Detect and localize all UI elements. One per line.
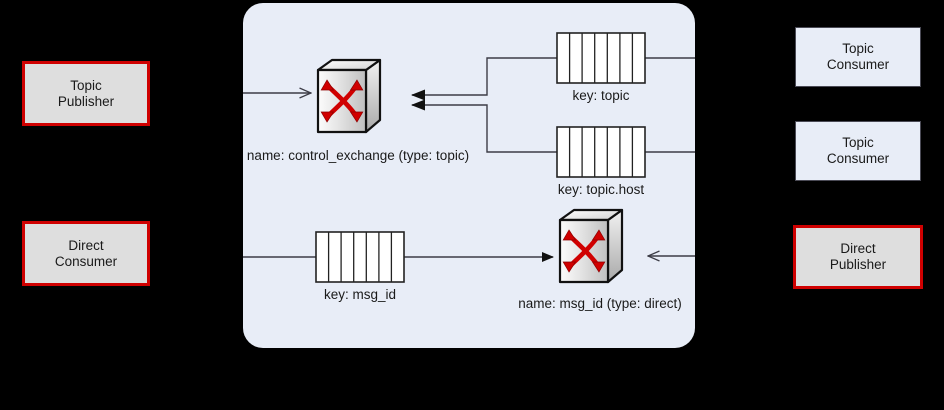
queue-msg-id xyxy=(315,231,405,283)
topic-consumer-2-label-line2: Consumer xyxy=(826,151,890,166)
topic-consumer-2-label-line1: Topic xyxy=(842,135,874,151)
topic-consumer-box-1[interactable]: Topic Consumer xyxy=(795,27,921,87)
direct-publisher-label-line2: Publisher xyxy=(829,257,887,272)
exchange-switch-icon-msg-id xyxy=(558,208,624,284)
topic-consumer-1-label-line1: Topic xyxy=(842,41,874,57)
connector-queue-topic-host-to-exchange xyxy=(411,99,557,153)
topic-publisher-box[interactable]: Topic Publisher xyxy=(22,61,150,126)
queue-msg-id-label: key: msg_id xyxy=(323,287,397,302)
topic-publisher-label-line1: Topic xyxy=(70,77,102,93)
topic-consumer-box-2[interactable]: Topic Consumer xyxy=(795,121,921,181)
msg-id-exchange-caption: name: msg_id (type: direct) xyxy=(470,296,730,312)
direct-consumer-label-line1: Direct xyxy=(68,237,104,253)
topic-consumer-1-label-line2: Consumer xyxy=(826,57,890,72)
queue-topic-label: key: topic xyxy=(572,88,630,103)
control-exchange-caption: name: control_exchange (type: topic) xyxy=(218,148,498,164)
queue-topic-host-caption: key: topic.host xyxy=(511,182,691,198)
queue-topic xyxy=(556,32,646,84)
direct-consumer-label-line2: Consumer xyxy=(54,253,118,269)
msg-id-exchange-caption-line1: name: msg_id xyxy=(518,296,603,311)
direct-consumer-box[interactable]: Direct Consumer xyxy=(22,221,150,286)
queue-topic-host xyxy=(556,126,646,178)
control-exchange-caption-line2: (type: topic) xyxy=(398,148,470,163)
msg-id-exchange-caption-line2: (type: direct) xyxy=(606,296,682,311)
exchange-switch-icon-control-exchange xyxy=(316,58,382,134)
queue-topic-caption: key: topic xyxy=(521,88,681,104)
topic-publisher-label-line2: Publisher xyxy=(57,93,115,109)
queue-msg-id-caption: key: msg_id xyxy=(280,287,440,303)
connector-queue-topic-to-exchange xyxy=(411,57,557,101)
control-exchange-caption-line1: name: control_exchange xyxy=(246,148,395,163)
queue-topic-host-label: key: topic.host xyxy=(557,182,645,197)
direct-publisher-label-line1: Direct xyxy=(840,241,876,257)
direct-publisher-box[interactable]: Direct Publisher xyxy=(793,225,923,289)
